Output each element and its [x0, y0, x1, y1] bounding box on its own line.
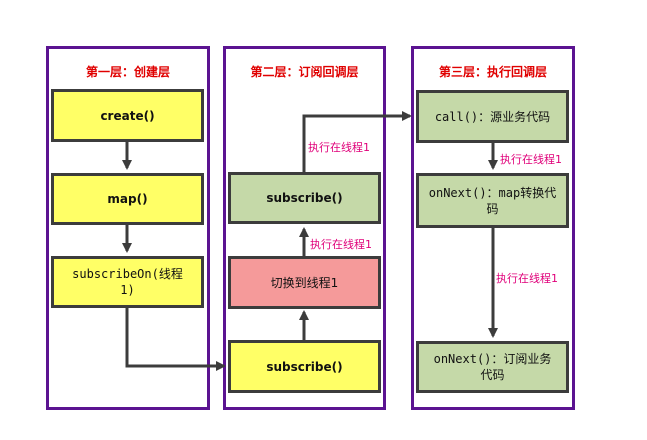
node-on-next-map: onNext()：map转换代码 — [416, 173, 569, 228]
edge-subscribe-to-call — [302, 111, 412, 172]
layer-title: 第二层：订阅回调层 — [250, 65, 359, 79]
node-on-next-subscribe: onNext()：订阅业务代码 — [416, 341, 569, 393]
node-create: create() — [51, 89, 204, 142]
node-subscribe-on: subscribeOn(线程1) — [51, 256, 204, 308]
node-map: map() — [51, 173, 204, 225]
edge-label-onnext-to-onnext: 执行在线程1 — [496, 272, 558, 285]
edge-subscribeon-to-subscribe — [125, 308, 226, 371]
edge-label-call-to-onnext: 执行在线程1 — [500, 153, 562, 166]
layer-title: 第一层：创建层 — [85, 65, 170, 79]
edge-label-switch-to-subscribe: 执行在线程1 — [310, 238, 372, 251]
node-subscribe-bottom: subscribe() — [228, 340, 381, 393]
node-switch-thread: 切换到线程1 — [228, 256, 381, 309]
node-subscribe-top: subscribe() — [228, 172, 381, 224]
edge-label-subscribe-to-call: 执行在线程1 — [308, 141, 370, 154]
node-call: call()：源业务代码 — [416, 90, 569, 143]
layer-title: 第三层：执行回调层 — [438, 65, 547, 79]
